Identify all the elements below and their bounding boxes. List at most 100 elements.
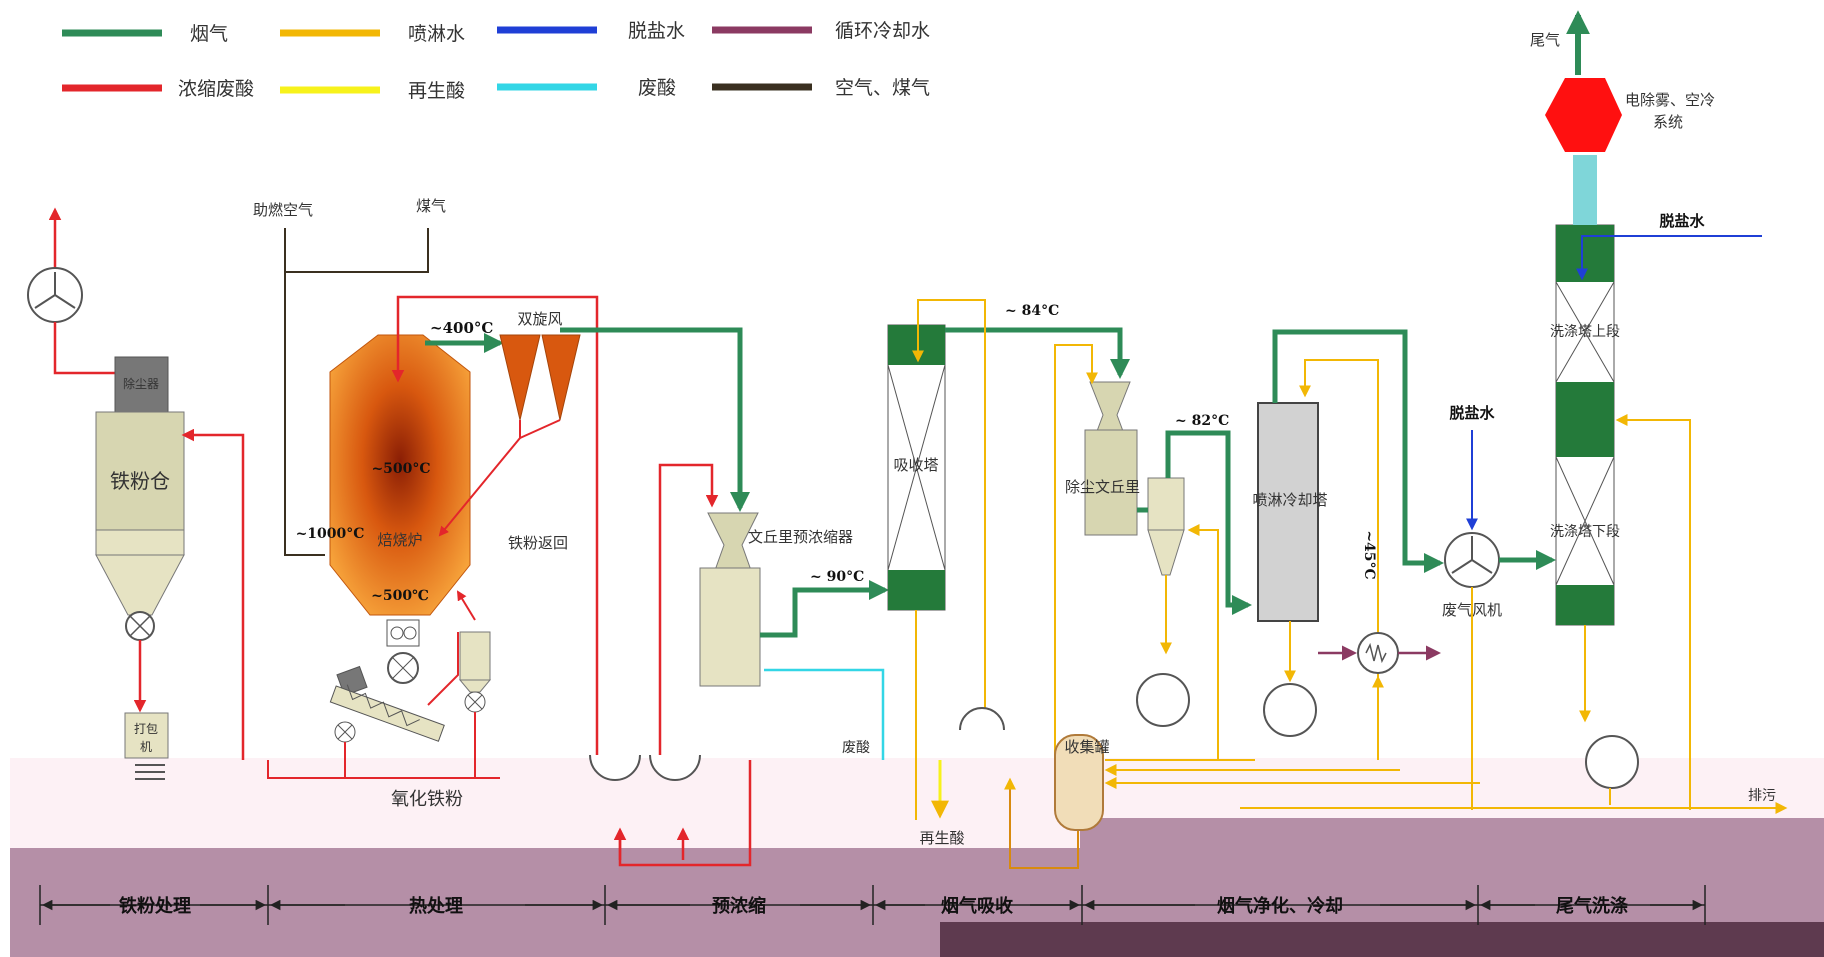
demin-top-label: 脱盐水 bbox=[1659, 212, 1705, 230]
dust-venturi-label: 除尘文丘里 bbox=[1065, 478, 1140, 496]
dust-collector-label: 除尘器 bbox=[123, 376, 159, 391]
pipe-absorber-spray bbox=[912, 299, 986, 730]
wash-upper-label: 洗涤塔上段 bbox=[1550, 324, 1620, 340]
dust-collector bbox=[114, 356, 169, 413]
section-label-4: 烟气净化、冷却 bbox=[1217, 895, 1343, 917]
temp-84-label: ~ 84°C bbox=[1005, 303, 1059, 319]
gas-label: 煤气 bbox=[416, 197, 446, 215]
packer-label: 打包 bbox=[134, 722, 158, 736]
roasting-section: 助燃空气 煤气 ~500°C 焙烧炉 ~1000°C ~500℃ ~400°C … bbox=[253, 197, 750, 810]
roller-2-icon bbox=[403, 626, 417, 640]
cyclone-label: 双旋风 bbox=[517, 310, 562, 328]
section-label-5: 尾气洗涤 bbox=[1556, 895, 1628, 917]
pipe-waste-acid-in bbox=[764, 668, 885, 760]
pipe-demin-top bbox=[1576, 235, 1762, 281]
pipe-acid-to-venturi bbox=[658, 463, 719, 760]
legend-label-airgas: 空气、煤气 bbox=[835, 77, 930, 99]
absorber-top-section bbox=[888, 325, 945, 365]
screw-hopper bbox=[336, 665, 368, 697]
pump-4-icon bbox=[1263, 683, 1317, 737]
iron-bin bbox=[95, 411, 185, 531]
iron-powder-section: 除尘器 铁粉仓 打包 机 bbox=[27, 207, 245, 780]
regen-acid-label: 再生酸 bbox=[919, 829, 964, 847]
preconcentration-section: 文丘里预浓缩器 ~ 90°C 废酸 bbox=[589, 463, 889, 867]
pipe-flue-to-fan bbox=[1272, 329, 1444, 573]
legend-label-cooling: 循环冷却水 bbox=[835, 20, 930, 42]
temp-82-label: ~ 82°C bbox=[1175, 413, 1229, 429]
section-band: 铁粉处理 热处理 预浓缩 烟气吸收 烟气净化、冷却 尾气洗涤 bbox=[10, 758, 1824, 957]
fan-blades-left bbox=[34, 272, 76, 309]
pipe-cyclone-2-return bbox=[519, 419, 561, 439]
pipe-flue-cyclone-to-venturi bbox=[560, 327, 750, 512]
band-step bbox=[1080, 818, 1824, 848]
roaster-label: 焙烧炉 bbox=[377, 531, 422, 549]
iron-bin-label: 铁粉仓 bbox=[110, 469, 170, 493]
section-label-1: 热处理 bbox=[409, 895, 463, 917]
pipe-venturi-spray bbox=[1054, 344, 1098, 760]
washer-mid-green bbox=[1556, 382, 1614, 457]
legend-label-conc-acid: 浓缩废酸 bbox=[178, 78, 254, 100]
temp-400-label: ~400°C bbox=[430, 319, 493, 337]
pump-5-icon bbox=[1585, 735, 1639, 789]
section-label-0: 铁粉处理 bbox=[119, 895, 191, 917]
pipe-combustion-air bbox=[284, 228, 325, 556]
washer-upper-packing bbox=[1555, 281, 1615, 383]
absorber-section: 吸收塔 ~ 84°C 再生酸 bbox=[887, 299, 1130, 869]
pipe-iron-oxide bbox=[267, 760, 500, 779]
packer-label-2: 机 bbox=[140, 740, 152, 754]
valve-roaster-cross bbox=[391, 656, 415, 680]
section-label-3: 烟气吸收 bbox=[941, 895, 1013, 917]
exhaust-fan-blades bbox=[1451, 536, 1493, 574]
small-silo-cone bbox=[458, 679, 492, 693]
legend: 烟气 喷淋水 脱盐水 循环冷却水 浓缩废酸 再生酸 废酸 空气、煤气 bbox=[62, 20, 930, 102]
pipe-washer-recirc bbox=[1615, 414, 1691, 810]
cyclone-1 bbox=[499, 334, 541, 421]
cleaning-section: 除尘文丘里 ~ 82°C 收集罐 喷淋冷却塔 ~45°C bbox=[1054, 329, 1480, 831]
pipe-collect-to-absorber bbox=[1004, 777, 1079, 869]
heat-exchanger-coil bbox=[1365, 642, 1387, 664]
absorber-label: 吸收塔 bbox=[893, 456, 938, 474]
rotary-valve-cross bbox=[129, 615, 151, 637]
pipe-gas bbox=[285, 228, 429, 273]
pipe-flue-to-spray-tower bbox=[1165, 430, 1252, 615]
stack-duct bbox=[1573, 155, 1597, 225]
pump-3-icon bbox=[1136, 673, 1190, 727]
pipe-dust-to-fan bbox=[53, 322, 115, 375]
roaster-temp-bottom: ~500℃ bbox=[371, 588, 429, 604]
collect-tank-label: 收集罐 bbox=[1064, 738, 1109, 756]
screw-flights bbox=[346, 684, 420, 727]
roaster-furnace bbox=[329, 334, 471, 616]
absorber-bottom-section bbox=[888, 570, 945, 610]
pipe-screw-to-silo bbox=[427, 632, 459, 706]
valve-screw-cross bbox=[337, 724, 353, 740]
iron-return-label: 铁粉返回 bbox=[508, 534, 568, 552]
temp-90-label: ~ 90°C bbox=[810, 569, 864, 585]
heat-exchanger-icon bbox=[1357, 632, 1399, 674]
pipe-flue-to-absorber bbox=[760, 580, 889, 638]
separator-cone bbox=[1147, 529, 1185, 576]
iron-bin-hopper bbox=[95, 554, 185, 616]
absorber-packing bbox=[887, 364, 946, 571]
packer bbox=[124, 712, 169, 759]
pump-1-icon bbox=[589, 754, 641, 781]
iron-bin-base bbox=[95, 529, 185, 556]
packer-base bbox=[135, 764, 165, 780]
venturi-pre-label: 文丘里预浓缩器 bbox=[748, 528, 853, 546]
legend-label-demin: 脱盐水 bbox=[628, 20, 685, 42]
absorber-pump-icon bbox=[959, 707, 1005, 731]
washer-bottom-green bbox=[1556, 585, 1614, 625]
wash-lower-label: 洗涤塔下段 bbox=[1550, 524, 1620, 540]
pipe-flue-to-dust-venturi bbox=[945, 327, 1130, 379]
iron-oxide-label: 氧化铁粉 bbox=[391, 789, 463, 810]
cyclone-2 bbox=[541, 334, 581, 421]
roller-1-icon bbox=[390, 626, 404, 640]
valve-silo-cross bbox=[467, 694, 483, 710]
washing-section: 废气风机 脱盐水 洗涤塔上段 洗涤塔下段 脱盐水 电除雾、空冷 系统 尾气 排污 bbox=[1240, 10, 1788, 814]
pipe-conc-acid-to-roaster bbox=[391, 295, 599, 760]
pipe-spray-to-separator bbox=[1187, 524, 1219, 760]
separator bbox=[1147, 477, 1185, 531]
pump-2-icon bbox=[649, 754, 701, 781]
temp-45-label: ~45°C bbox=[1361, 530, 1377, 579]
discharge-label: 排污 bbox=[1748, 788, 1776, 804]
